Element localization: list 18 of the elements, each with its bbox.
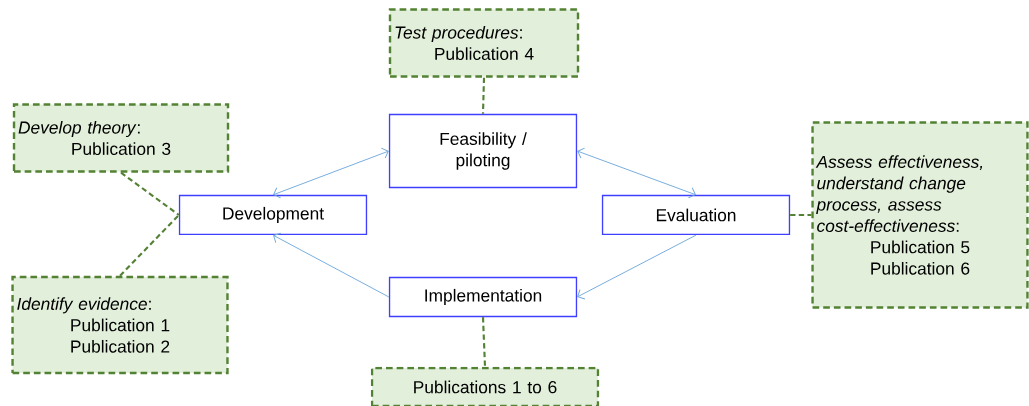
connector-line [481,77,486,114]
arrow [577,147,696,199]
note-box: Identify evidence: Publication 1 Publication 2 [11,275,229,375]
process-box: Evaluation [601,194,791,236]
process-box: Feasibility / piloting [388,113,578,189]
note-box: Assess effectiveness, understand change process, assess cost-effectiveness: Publication 5 Publication 6 [811,121,1029,309]
note-box: Develop theory: Publication 3 [12,103,230,173]
connector-line [119,214,180,277]
process-box: Development [178,194,368,236]
arrow [273,232,390,298]
arrow [273,147,389,199]
process-box: Implementation [388,276,578,318]
note-box: Test procedures: Publication 4 [388,8,580,78]
connector-line [790,213,812,217]
arrow [577,234,697,300]
connector-line [120,171,180,216]
note-box: Publications 1 to 6 [370,366,600,406]
connector-line [481,317,487,367]
